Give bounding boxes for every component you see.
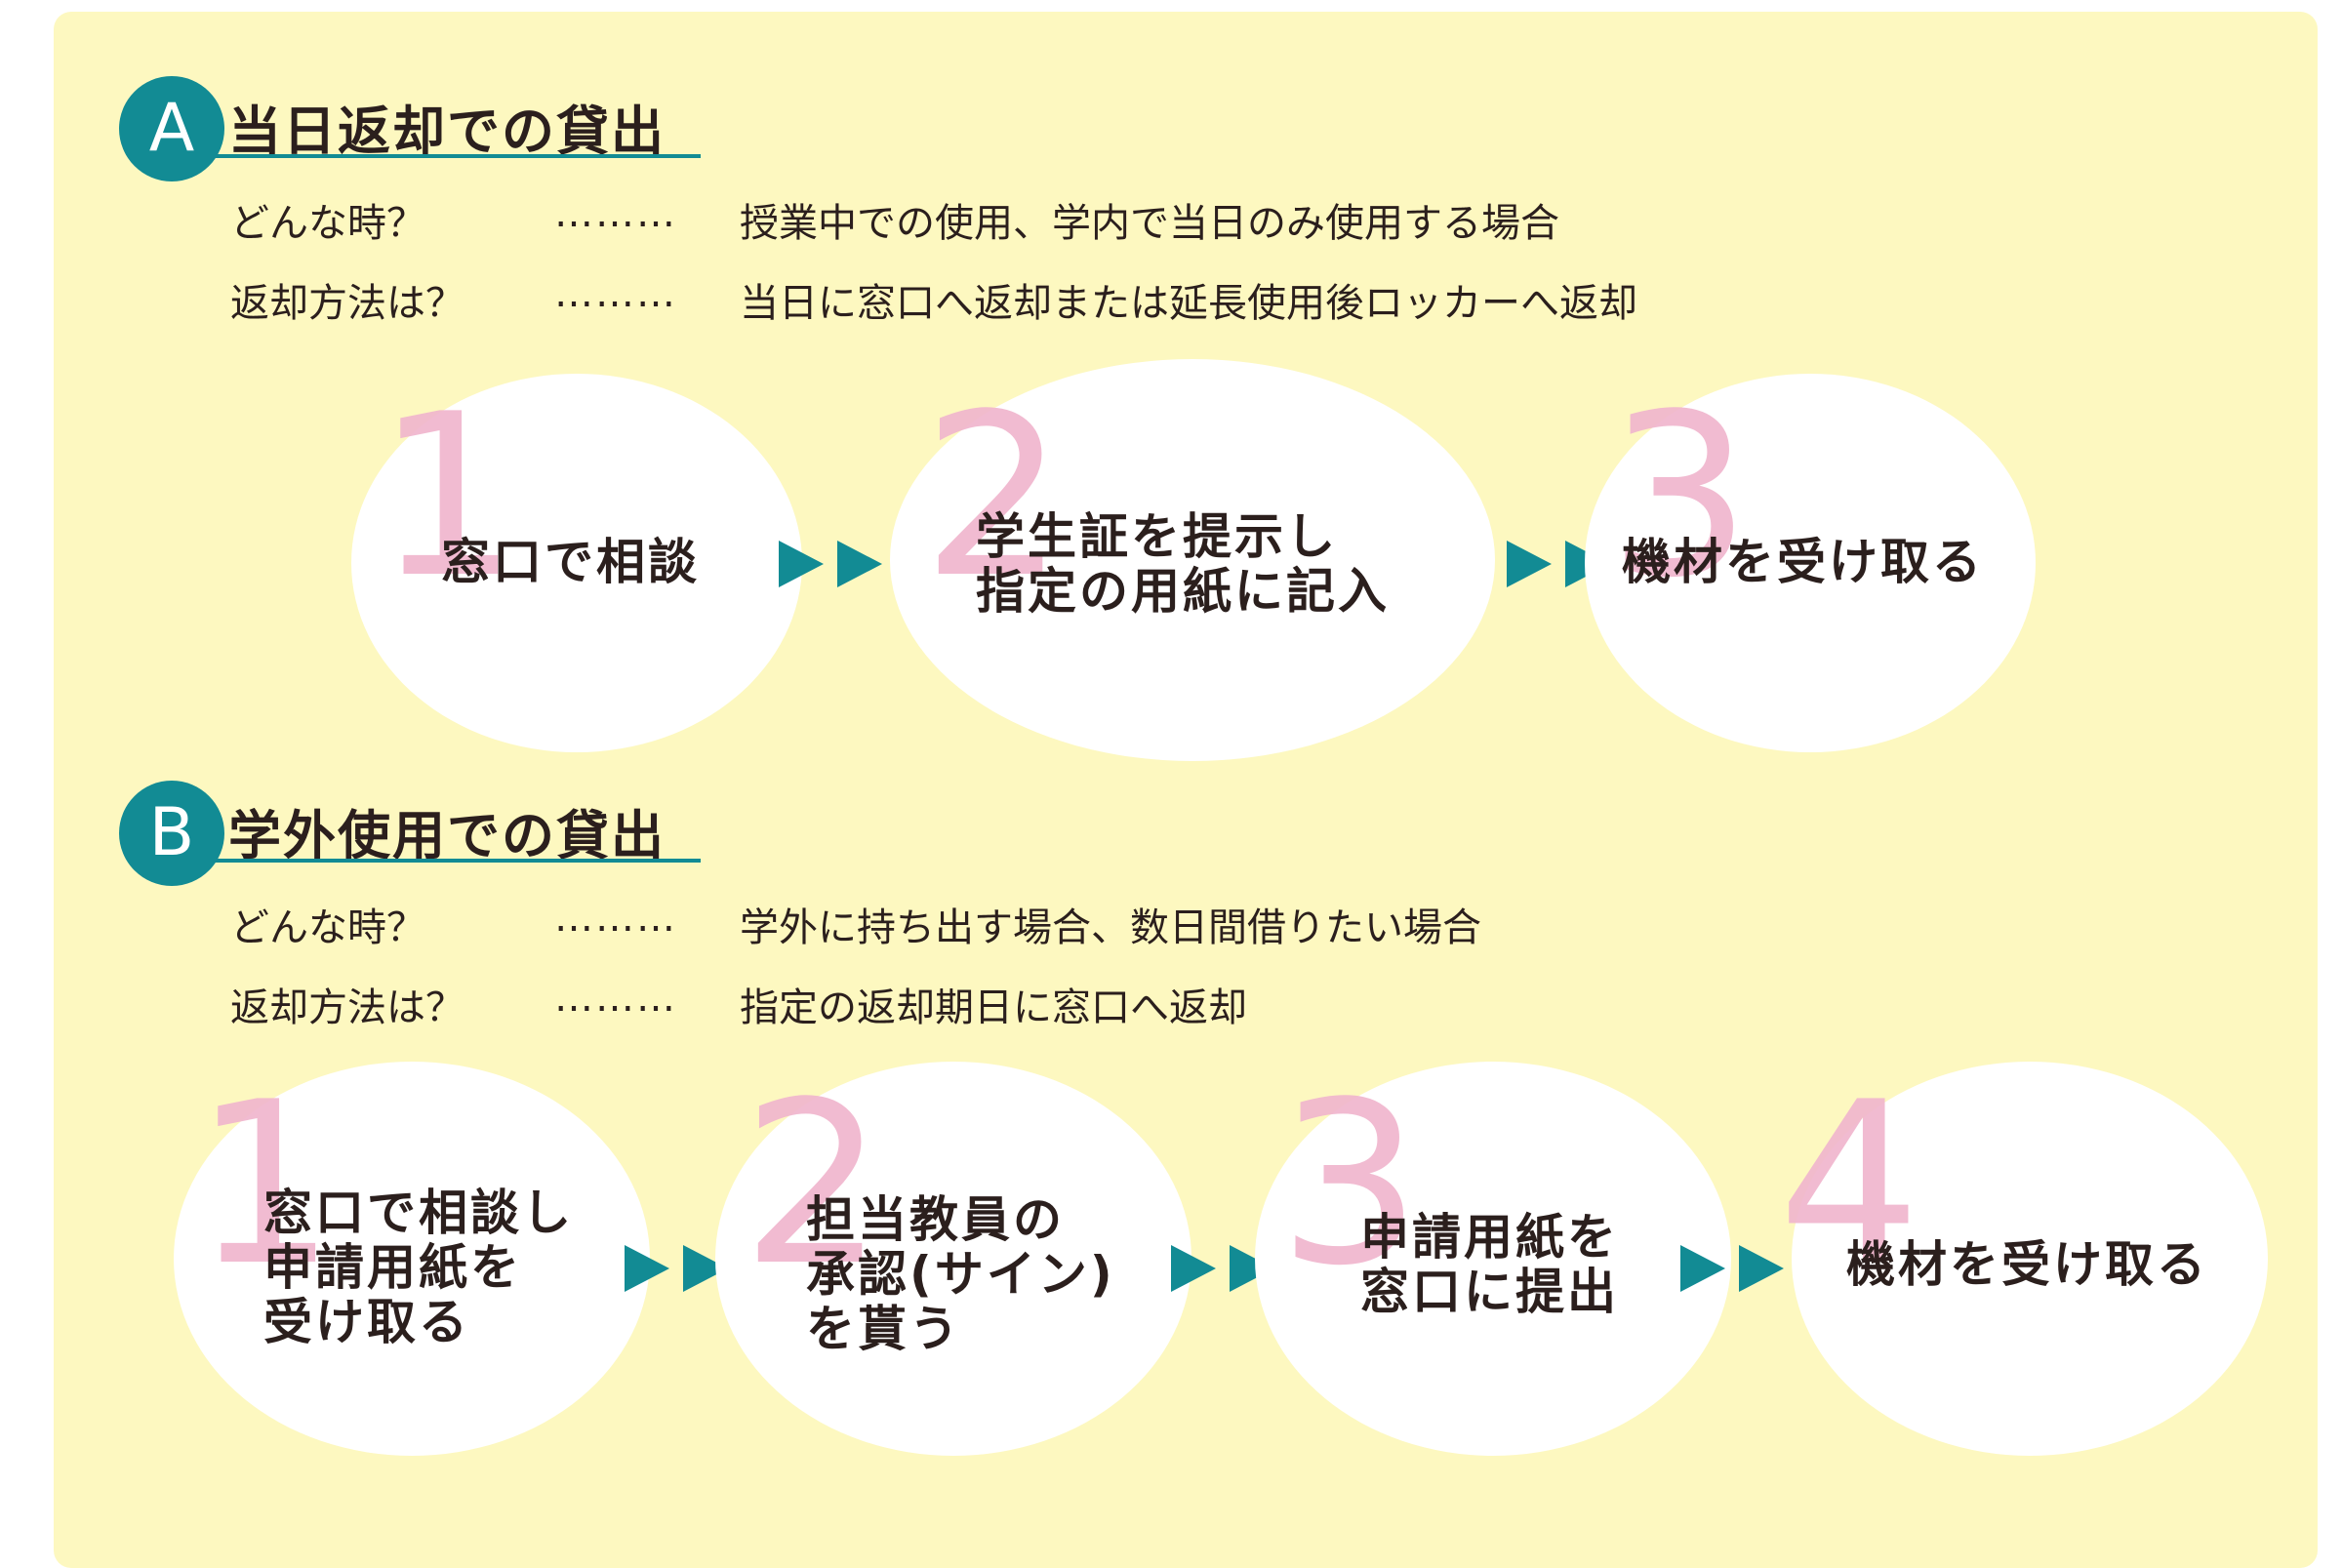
section-a-answer-when: 授業中での使用、学内で当日のみ使用する場合 — [740, 201, 1559, 246]
section-a-step-1-line-1: 窓口で相談 — [441, 534, 700, 590]
section-b-step-4-number: 4 — [1778, 1055, 1921, 1315]
section-b-step-3-number: 3 — [1278, 1055, 1422, 1315]
section-b-step-2-text: 担当教員の 承認(サイン) を貰う — [806, 1192, 1115, 1356]
section-a-answer-return: 当日に窓口へ返却または延長使用後ロッカーへ返却 — [740, 281, 1637, 326]
section-b-step-2-line-3: を貰う — [806, 1301, 961, 1357]
section-a-underline — [211, 154, 701, 158]
section-a-badge: A — [119, 76, 224, 181]
section-a-question-when: どんな時？ — [230, 201, 425, 246]
section-b-step-2-line-1: 担当教員の — [806, 1191, 1065, 1248]
section-b-step-3-ellipse — [1255, 1062, 1731, 1456]
section-b-step-1-line-3: 受け取る — [263, 1294, 470, 1350]
section-b-step-4-ellipse — [1792, 1062, 2268, 1456]
section-b-step-2-line-2: 承認(サイン) — [806, 1246, 1115, 1303]
section-a-step-3-number: 3 — [1608, 367, 1752, 627]
section-a-question-return: 返却方法は？ — [230, 281, 464, 326]
section-b-underline — [211, 859, 701, 863]
section-b-step-1-line-2: 申請用紙を — [263, 1239, 522, 1296]
section-a-step-2-number: 2 — [922, 367, 1066, 627]
section-b-step-4-line-1: 機材を受け取る — [1846, 1236, 2208, 1293]
section-a-step-2-line-1: 学生証を提示し — [976, 508, 1338, 565]
section-b-step-4-text: 機材を受け取る — [1846, 1237, 2208, 1292]
section-b-leader-dots-2: ……… — [554, 976, 677, 1021]
section-b-title: 学外使用での貸出 — [228, 805, 666, 866]
section-b-step-3-line-1: 申請用紙を — [1360, 1209, 1619, 1266]
section-a-step-2-text: 学生証を提示し 指定の用紙に記入 — [976, 509, 1390, 619]
section-a-leader-dots-2: ……… — [554, 271, 677, 316]
section-a-step-1-number: 1 — [376, 367, 519, 627]
section-b-answer-return: 指定の返却期日に窓口へ返却 — [740, 985, 1247, 1030]
section-b-step-1-ellipse — [174, 1062, 650, 1456]
section-a-title: 当日返却での貸出 — [228, 101, 666, 162]
section-b-arrow-3-icon — [1680, 1245, 1784, 1292]
section-b-step-2-number: 2 — [742, 1055, 885, 1315]
section-b-step-1-text: 窓口で相談し 申請用紙を 受け取る — [263, 1186, 574, 1349]
section-b-badge: B — [119, 781, 224, 886]
section-a-leader-dots-1: ……… — [554, 191, 677, 236]
section-b-step-1-number: 1 — [193, 1055, 337, 1315]
section-a-step-2-ellipse — [890, 359, 1495, 761]
section-a-step-1-ellipse — [351, 374, 802, 752]
section-b-question-return: 返却方法は？ — [230, 985, 464, 1030]
section-b-step-1-line-1: 窓口で相談し — [263, 1185, 574, 1241]
section-b-step-3-line-2: 窓口に提出 — [1360, 1264, 1619, 1320]
section-a-step-2-line-2: 指定の用紙に記入 — [976, 563, 1390, 620]
section-b-arrow-2-icon — [1171, 1245, 1274, 1292]
section-b-question-when: どんな時？ — [230, 905, 425, 950]
section-b-step-2-ellipse — [715, 1062, 1191, 1456]
section-b-answer-when: 学外に持ち出す場合、数日間借りたい場合 — [740, 905, 1481, 950]
section-b-arrow-1-icon — [625, 1245, 728, 1292]
section-a-arrow-1-icon — [779, 541, 882, 587]
section-a-step-3-ellipse — [1585, 374, 2036, 752]
section-a-step-1-text: 窓口で相談 — [441, 535, 700, 589]
section-b-leader-dots-1: ……… — [554, 896, 677, 941]
section-b-step-3-text: 申請用紙を 窓口に提出 — [1360, 1210, 1619, 1319]
section-a-step-3-line-1: 機材を受け取る — [1622, 534, 1984, 590]
section-a-step-3-text: 機材を受け取る — [1622, 535, 1984, 589]
